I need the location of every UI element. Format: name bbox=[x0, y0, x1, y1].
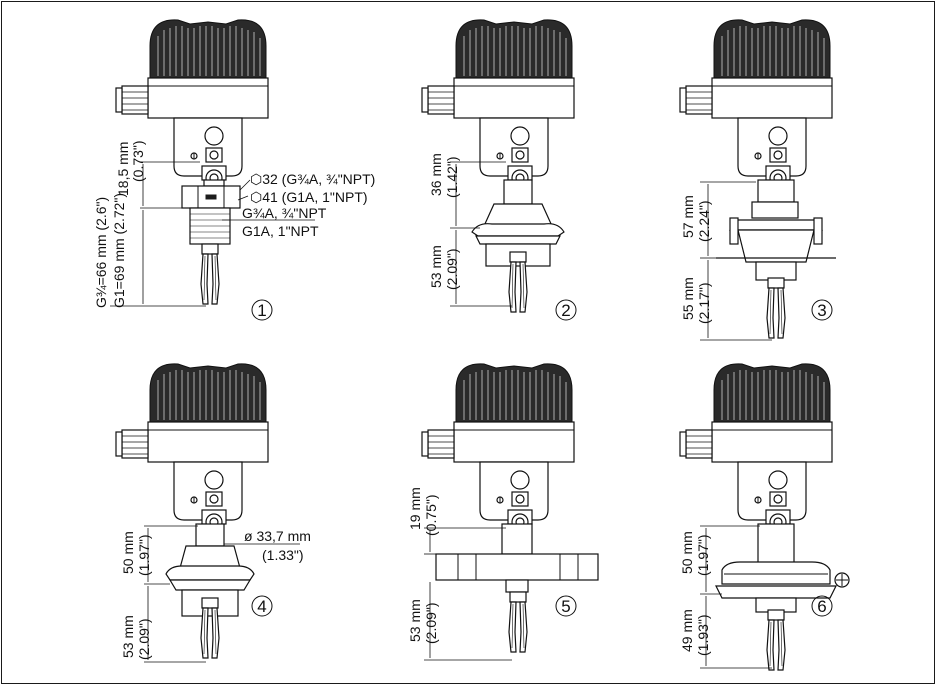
variant-2-drawing bbox=[421, 19, 575, 313]
v3-dim-b: 55 mm bbox=[680, 277, 696, 320]
variant-6-drawing bbox=[679, 363, 850, 671]
v1-dim-a-in: (0.73") bbox=[130, 140, 146, 182]
variant-5-drawing bbox=[421, 363, 599, 661]
v4-number: 4 bbox=[257, 597, 266, 616]
v1-number: 1 bbox=[257, 301, 266, 320]
v1-dim-b2: G1=69 mm (2.72") bbox=[111, 193, 127, 308]
v3-dim-a: 57 mm bbox=[680, 195, 696, 238]
v4-dim-a: 50 mm bbox=[120, 531, 136, 574]
v4-number-circle bbox=[251, 595, 273, 617]
v5-dim-a: 19 mm bbox=[407, 487, 423, 530]
v1-hex-1: ⬡32 (G¾A, ¾"NPT) bbox=[250, 171, 375, 187]
v3-number: 3 bbox=[817, 301, 826, 320]
variant-4-drawing bbox=[115, 363, 300, 663]
v5-dim-b: 53 mm bbox=[407, 599, 423, 642]
v6-dim-a-in: (1.97") bbox=[695, 534, 711, 576]
variant-1-drawing bbox=[110, 19, 315, 307]
v2-dim-b-in: (2.09") bbox=[444, 248, 460, 290]
v4-dim-b: 53 mm bbox=[120, 615, 136, 658]
v3-dim-b-in: (2.17") bbox=[696, 282, 712, 324]
v6-number: 6 bbox=[817, 597, 826, 616]
v6-dim-a: 50 mm bbox=[679, 531, 695, 574]
v1-hex-2: ⬡41 (G1A, 1"NPT) bbox=[250, 189, 368, 205]
v1-dim-a: 18,5 mm bbox=[115, 142, 131, 196]
v2-number-circle bbox=[555, 299, 577, 321]
variant-3-drawing bbox=[679, 19, 836, 341]
v4-dim-a-in: (1.97") bbox=[136, 534, 152, 576]
v4-diameter-in: (1.33") bbox=[262, 547, 304, 563]
v2-number: 2 bbox=[561, 301, 570, 320]
v5-number-circle bbox=[555, 595, 577, 617]
v2-dim-a: 36 mm bbox=[428, 153, 444, 196]
v1-dim-b: G¾=66 mm (2.6") bbox=[93, 197, 109, 308]
v4-diameter: ø 33,7 mm bbox=[244, 528, 311, 544]
v1-thread-2: G1A, 1"NPT bbox=[242, 223, 319, 239]
v1-thread-1: G¾A, ¾"NPT bbox=[242, 205, 327, 221]
v5-dim-a-in: (0.75") bbox=[423, 494, 439, 536]
v6-dim-b: 49 mm bbox=[679, 609, 695, 652]
v5-number: 5 bbox=[561, 597, 570, 616]
v1-number-circle bbox=[251, 299, 273, 321]
v3-number-circle bbox=[811, 299, 833, 321]
v5-dim-b-in: (2.09") bbox=[423, 602, 439, 644]
v4-dim-b-in: (2.09") bbox=[136, 618, 152, 660]
v6-dim-b-in: (1.93") bbox=[695, 614, 711, 656]
v2-dim-b: 53 mm bbox=[428, 245, 444, 288]
v6-number-circle bbox=[811, 595, 833, 617]
v2-dim-a-in: (1.42") bbox=[444, 156, 460, 198]
v3-dim-a-in: (2.24") bbox=[696, 200, 712, 242]
